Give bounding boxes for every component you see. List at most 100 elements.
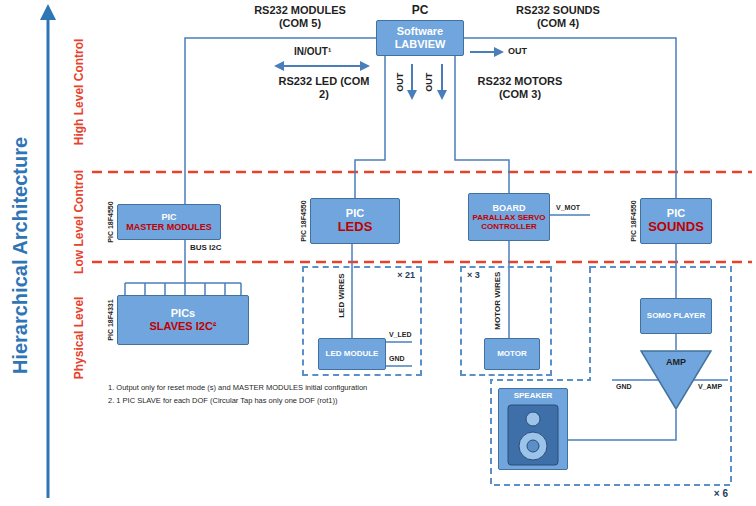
connector-label: RS232 MOTORS (COM 3) [462,75,578,100]
repeat-group: × 6SOMO PLAYERAMPSPEAKER [490,266,732,486]
connector-line [464,38,676,198]
controller-box: PICsSLAVES I2C² [117,295,249,345]
connector-line [184,240,186,295]
node-text: LED MODULE [322,349,382,358]
speaker-woofer-cone [527,440,539,452]
axis-title: Hierarchical Architecture [9,136,32,373]
power-wire [550,214,590,216]
node-text: × 6 [714,488,728,500]
node-text-group: Software LABVIEW [377,25,463,50]
direction-arrow-head [494,47,504,57]
speaker-cabinet [508,405,558,465]
group-outline-path [491,267,731,485]
direction-arrow-head [407,90,417,100]
connector-label: MOTOR WIRES [493,271,502,329]
motor-box: MOTOR [484,338,540,370]
direction-label: OUT [508,46,527,56]
node-text-group: PICLEDS [311,207,399,235]
connector-label: RS232 LED (COM 2) [276,75,372,100]
node-text: SLAVES I2C² [121,320,245,333]
footnote: 1. Output only for reset mode (s) and MA… [108,384,367,393]
footnote: 2. 1 PIC SLAVE for each DOF (Circular Ta… [108,397,337,406]
chip-label: PIC 18F4331 [106,299,114,340]
i2c-bus-drop [164,283,166,295]
connector-label: RS232 SOUNDS (COM 4) [500,4,616,29]
connector-line [675,244,677,298]
amplifier-triangle: AMP [640,350,712,410]
i2c-bus-line [125,282,241,284]
module-box: LED MODULE [318,338,386,370]
node-text: MOTOR [488,349,536,358]
level-label: High Level Control [73,39,87,146]
node-text-group: LED MODULE [319,349,385,358]
node-text-group: BOARDPARALLAX SERVO CONTROLLER [469,203,549,232]
node-text: SPEAKER [502,391,564,400]
direction-arrow [411,64,413,92]
speaker-woofer [519,432,547,460]
speaker-tweeter [526,412,540,426]
level-label: Low Level Control [73,170,87,274]
controller-box: PICLEDS [310,198,400,244]
node-text-group: SOMO PLAYER [641,311,711,320]
node-text: PC [377,4,463,18]
direction-arrow [282,65,362,67]
direction-label: OUT [424,73,434,92]
direction-arrow [470,51,496,53]
direction-arrow-head [360,61,370,71]
node-text-group: MOTOR [485,349,539,358]
repeat-group: × 3 MOTOR [460,266,552,376]
direction-label: IN/OUT¹ [294,46,331,58]
node-text-group: AMP [640,357,712,367]
level-label: Physical Level [73,297,87,380]
chip-label: PIC 18F4550 [299,200,307,241]
signal-name: GND [389,355,405,363]
i2c-bus-drop [240,283,242,295]
signal-name: GND [616,383,632,391]
speaker-box: SPEAKER [498,388,568,470]
direction-arrow-head [437,90,447,100]
node-text: PARALLAX SERVO CONTROLLER [472,213,546,231]
signal-name: V_LED [389,331,412,339]
node-text: SOUNDS [644,220,708,235]
connector-label: BUS I2C [190,243,222,252]
controller-box: PICSOUNDS [640,198,712,244]
node-text-group: SPEAKER [499,389,567,400]
i2c-bus-drop [144,283,146,295]
direction-arrow-head [274,61,284,71]
i2c-bus-drop [204,283,206,295]
level-divider [92,261,752,264]
node-text: Software LABVIEW [380,25,460,50]
controller-box: BOARDPARALLAX SERVO CONTROLLER [468,193,550,241]
connector-line [185,38,376,204]
i2c-bus-drop [124,283,126,295]
node-text-group: PICsSLAVES I2C² [118,307,248,332]
chip-label: PIC 18F4550 [629,200,637,241]
connector-line [508,241,510,338]
node-text: PIC [314,207,396,220]
i2c-bus-drop [224,283,226,295]
player-box: SOMO PLAYER [640,298,712,334]
node-text: × 21 [397,270,415,280]
node-text: PIC [644,207,708,220]
node-text: × 3 [467,270,480,280]
direction-label: OUT [395,73,405,92]
power-wire [694,379,728,381]
hierarchy-arrow-head [40,4,56,20]
connector-line [675,334,677,350]
ground-wire [386,365,412,367]
triangle-shape [641,351,711,409]
node-text: AMP [643,357,709,367]
level-divider [92,171,752,174]
node-text: LEDS [314,220,396,235]
controller-box: PICMASTER MODULES [117,204,221,240]
node-text: MASTER MODULES [121,222,217,232]
node-text: SOMO PLAYER [644,311,708,320]
node-text: PIC [121,212,217,222]
power-wire [386,341,412,343]
connector-label: RS232 MODULES (COM 5) [240,4,360,29]
node-text: PICs [121,307,245,320]
